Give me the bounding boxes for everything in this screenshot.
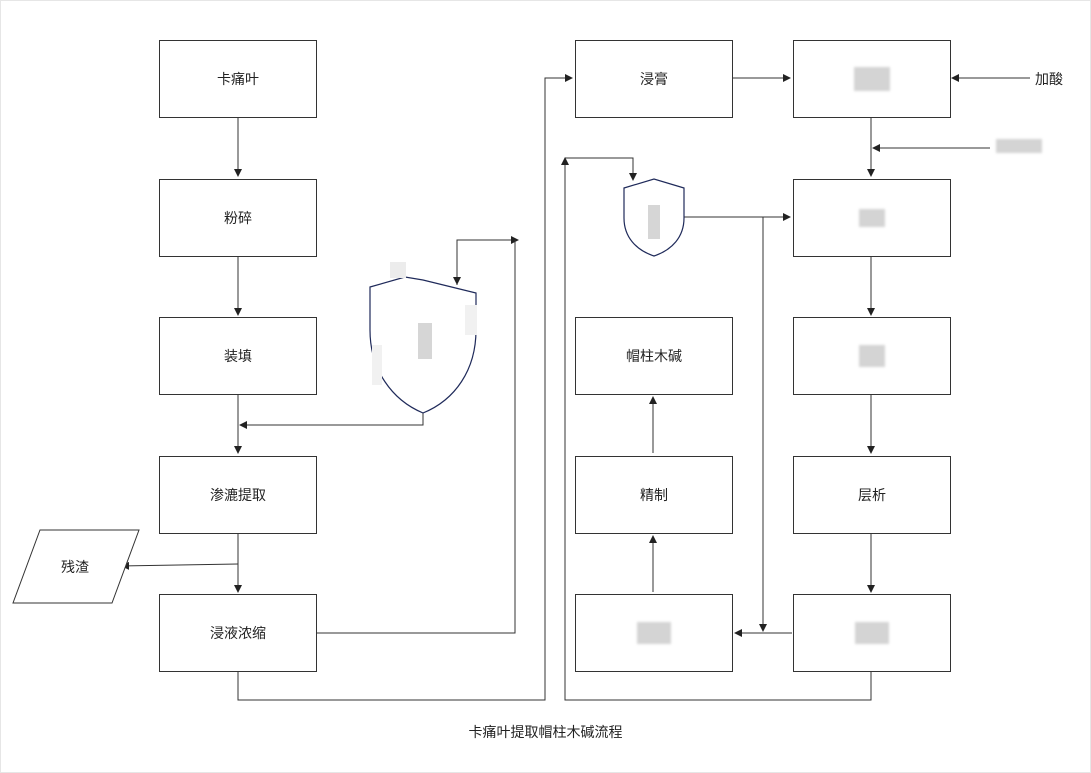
redacted-label [859, 345, 885, 367]
node-label: 卡痛叶 [217, 72, 259, 88]
node-leaf: 卡痛叶 [159, 40, 317, 118]
side-label-right [996, 139, 1042, 157]
redacted-label [854, 67, 890, 91]
redacted-label [859, 209, 885, 227]
node-percolate: 渗漉提取 [159, 456, 317, 534]
node-label: 帽柱木碱 [626, 349, 682, 365]
diagram-caption: 卡痛叶提取帽柱木碱流程 [468, 725, 623, 741]
edge-percolate-residue [121, 561, 239, 570]
edge-shield1-in [239, 412, 424, 429]
node-r2 [793, 179, 951, 257]
redacted-label [855, 622, 889, 644]
redacted-label [637, 622, 671, 644]
node-residue: 残渣 [61, 560, 89, 576]
node-r3 [793, 317, 951, 395]
node-crush: 粉碎 [159, 179, 317, 257]
node-label: 渗漉提取 [210, 488, 266, 504]
edge-concentrate-extract [237, 74, 573, 701]
node-label: 浸膏 [640, 72, 668, 88]
node-label: 层析 [858, 488, 886, 504]
edge-concentrate-up [317, 240, 516, 634]
redacted-label [996, 139, 1042, 153]
node-fill: 装填 [159, 317, 317, 395]
node-m5 [575, 594, 733, 672]
node-label: 精制 [640, 488, 668, 504]
side-label-acid: 加酸 [1035, 72, 1063, 88]
node-chromatography: 层析 [793, 456, 951, 534]
node-label: 装填 [224, 349, 252, 365]
node-acid-box [793, 40, 951, 118]
node-concentrate: 浸液浓缩 [159, 594, 317, 672]
node-mitragynine: 帽柱木碱 [575, 317, 733, 395]
node-refine: 精制 [575, 456, 733, 534]
residue-parallelogram [12, 529, 140, 604]
node-label: 粉碎 [224, 211, 252, 227]
node-label: 浸液浓缩 [210, 626, 266, 642]
node-extract: 浸膏 [575, 40, 733, 118]
edge-r5-loop [564, 158, 872, 701]
edge-loop-shield2 [565, 157, 637, 181]
edge-shield1-loop [456, 239, 515, 285]
node-r5 [793, 594, 951, 672]
